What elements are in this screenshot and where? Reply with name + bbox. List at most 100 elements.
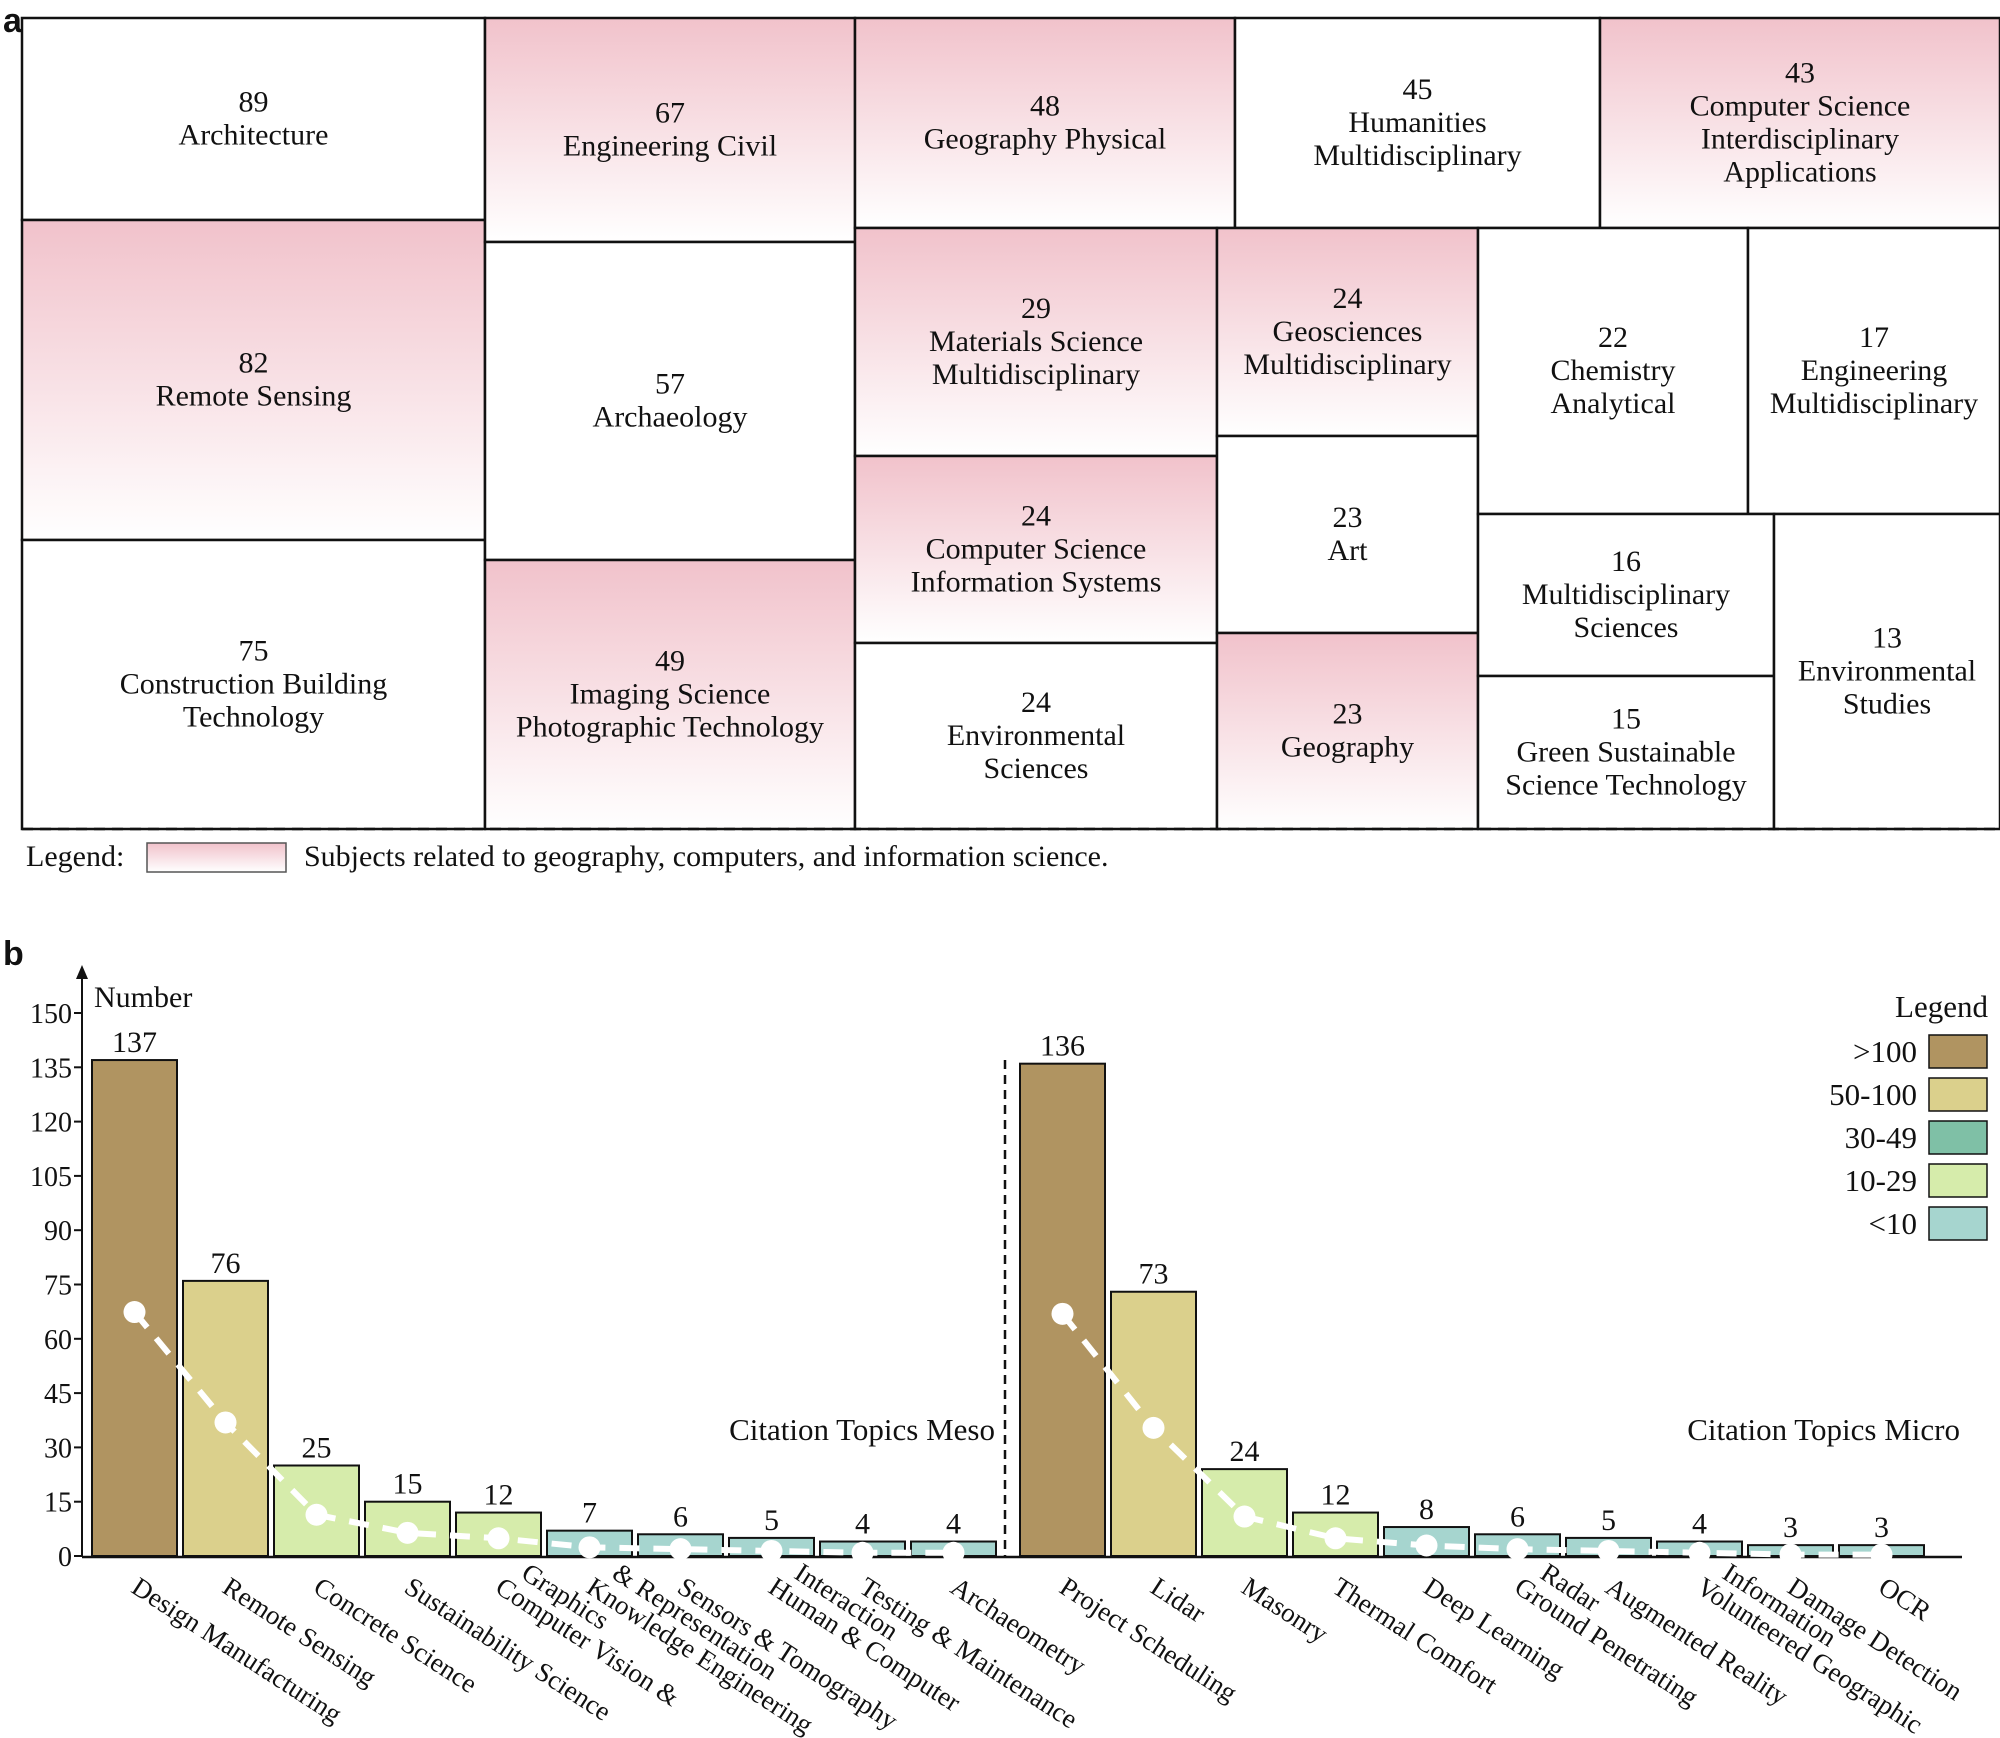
bar-value-label: 3	[1783, 1511, 1798, 1544]
trend-line	[132, 1310, 954, 1556]
treemap-cell-label: Architecture	[179, 119, 329, 152]
treemap-cell-label: Information Systems	[911, 566, 1162, 599]
treemap-cell-label: Environmental	[947, 719, 1125, 752]
x-tick-label: Lidar	[1146, 1571, 1211, 1628]
treemap-cell-label: Geography	[1281, 731, 1414, 764]
bar-value-label: 8	[1419, 1493, 1434, 1526]
legend-swatch	[1928, 1120, 1988, 1155]
treemap-cell-value: 24	[1021, 500, 1051, 533]
bar-value-label: 5	[1601, 1504, 1616, 1537]
y-tick-label: 135	[30, 1053, 72, 1084]
trend-marker	[1051, 1302, 1074, 1325]
trend-marker	[1142, 1416, 1165, 1439]
trend-marker	[760, 1539, 783, 1562]
treemap-cell-box	[1772, 512, 2000, 831]
bar-chart-panel: Number0153045607590105120135150137Design…	[30, 965, 1988, 1738]
treemap-cell-box	[1215, 434, 1480, 635]
trend-marker	[942, 1541, 965, 1564]
x-tick-label: Thermal Comfort	[1328, 1571, 1504, 1700]
x-tick-label-line: Thermal Comfort	[1328, 1571, 1504, 1700]
treemap-cell-label: Humanities	[1348, 106, 1486, 139]
treemap-cell-value: 13	[1872, 622, 1902, 655]
treemap-cell-value: 16	[1611, 545, 1641, 578]
bar-value-label: 7	[582, 1497, 597, 1530]
treemap-cell-highlight	[1215, 226, 1480, 438]
y-tick-label: 15	[44, 1488, 72, 1519]
treemap-cell-value: 57	[655, 368, 685, 401]
x-tick-label-line: Masonry	[1237, 1571, 1334, 1649]
treemap-cell-value: 49	[655, 645, 685, 678]
trend-marker	[1688, 1541, 1711, 1564]
x-tick-label-line: Concrete Science	[309, 1571, 483, 1699]
x-tick-label-line: OCR	[1874, 1571, 1937, 1626]
bar-value-label: 24	[1230, 1435, 1260, 1468]
x-tick-label: Concrete Science	[309, 1571, 483, 1699]
y-tick-label: 90	[44, 1216, 72, 1247]
treemap-cell-box	[1476, 674, 1776, 831]
treemap-cell-highlight	[483, 16, 857, 244]
bar-value-label: 12	[484, 1479, 514, 1512]
treemap-cell-label: Computer Science	[1690, 90, 1911, 123]
treemap-cell-value: 22	[1598, 321, 1628, 354]
treemap-cell-label: Multidisciplinary	[1522, 578, 1730, 611]
treemap-cell-label: Engineering	[1801, 354, 1948, 387]
treemap-cell-label: Chemistry	[1551, 354, 1676, 387]
treemap-cell-box	[1476, 226, 1750, 516]
treemap-cell-label: Art	[1328, 534, 1369, 567]
trend-marker	[1597, 1539, 1620, 1562]
treemap-cell-box	[853, 641, 1219, 831]
trend-marker	[1870, 1543, 1893, 1566]
treemap-cell-label: Multidisciplinary	[1313, 139, 1521, 172]
treemap-cell-label: Archaeology	[593, 401, 748, 434]
trend-marker	[1324, 1527, 1347, 1550]
y-axis-arrow-icon	[76, 965, 88, 979]
y-tick-label: 150	[30, 999, 72, 1030]
y-tick-label: 0	[58, 1542, 72, 1573]
x-tick-label: OCR	[1874, 1571, 1937, 1626]
treemap-cell-label: Multidisciplinary	[932, 358, 1140, 391]
trend-marker	[669, 1538, 692, 1561]
group-title: Citation Topics Meso	[729, 1412, 995, 1447]
legend-entry-label: 10-29	[1845, 1163, 1917, 1198]
treemap-cell-label: Photographic Technology	[516, 711, 824, 744]
y-axis-label: Number	[94, 981, 192, 1014]
treemap-cell-label: Multidisciplinary	[1770, 387, 1978, 420]
treemap-cell-label: Remote Sensing	[156, 380, 352, 413]
bar-value-label: 4	[946, 1508, 961, 1541]
bar-value-label: 3	[1874, 1511, 1889, 1544]
panel-a-letter: a	[3, 2, 22, 40]
y-tick-label: 75	[44, 1271, 72, 1302]
treemap-legend-label: Legend:	[26, 840, 124, 873]
legend-entry-label: 50-100	[1829, 1077, 1917, 1112]
treemap-cell-label: Materials Science	[929, 325, 1143, 358]
trend-marker	[214, 1411, 237, 1434]
legend-entry-label: 30-49	[1845, 1120, 1917, 1155]
bar-value-label: 15	[393, 1468, 423, 1501]
legend-entry-label: <10	[1869, 1206, 1917, 1241]
treemap-cell-label: Technology	[183, 701, 324, 734]
treemap-cell-value: 29	[1021, 292, 1051, 325]
treemap-cell-value: 89	[239, 86, 269, 119]
trend-marker	[1233, 1505, 1256, 1528]
treemap-cell-value: 24	[1021, 686, 1051, 719]
treemap-cell-value: 23	[1333, 501, 1363, 534]
treemap-cell-value: 48	[1030, 90, 1060, 123]
trend-marker	[396, 1521, 419, 1544]
treemap-cell-label: Analytical	[1551, 387, 1676, 420]
